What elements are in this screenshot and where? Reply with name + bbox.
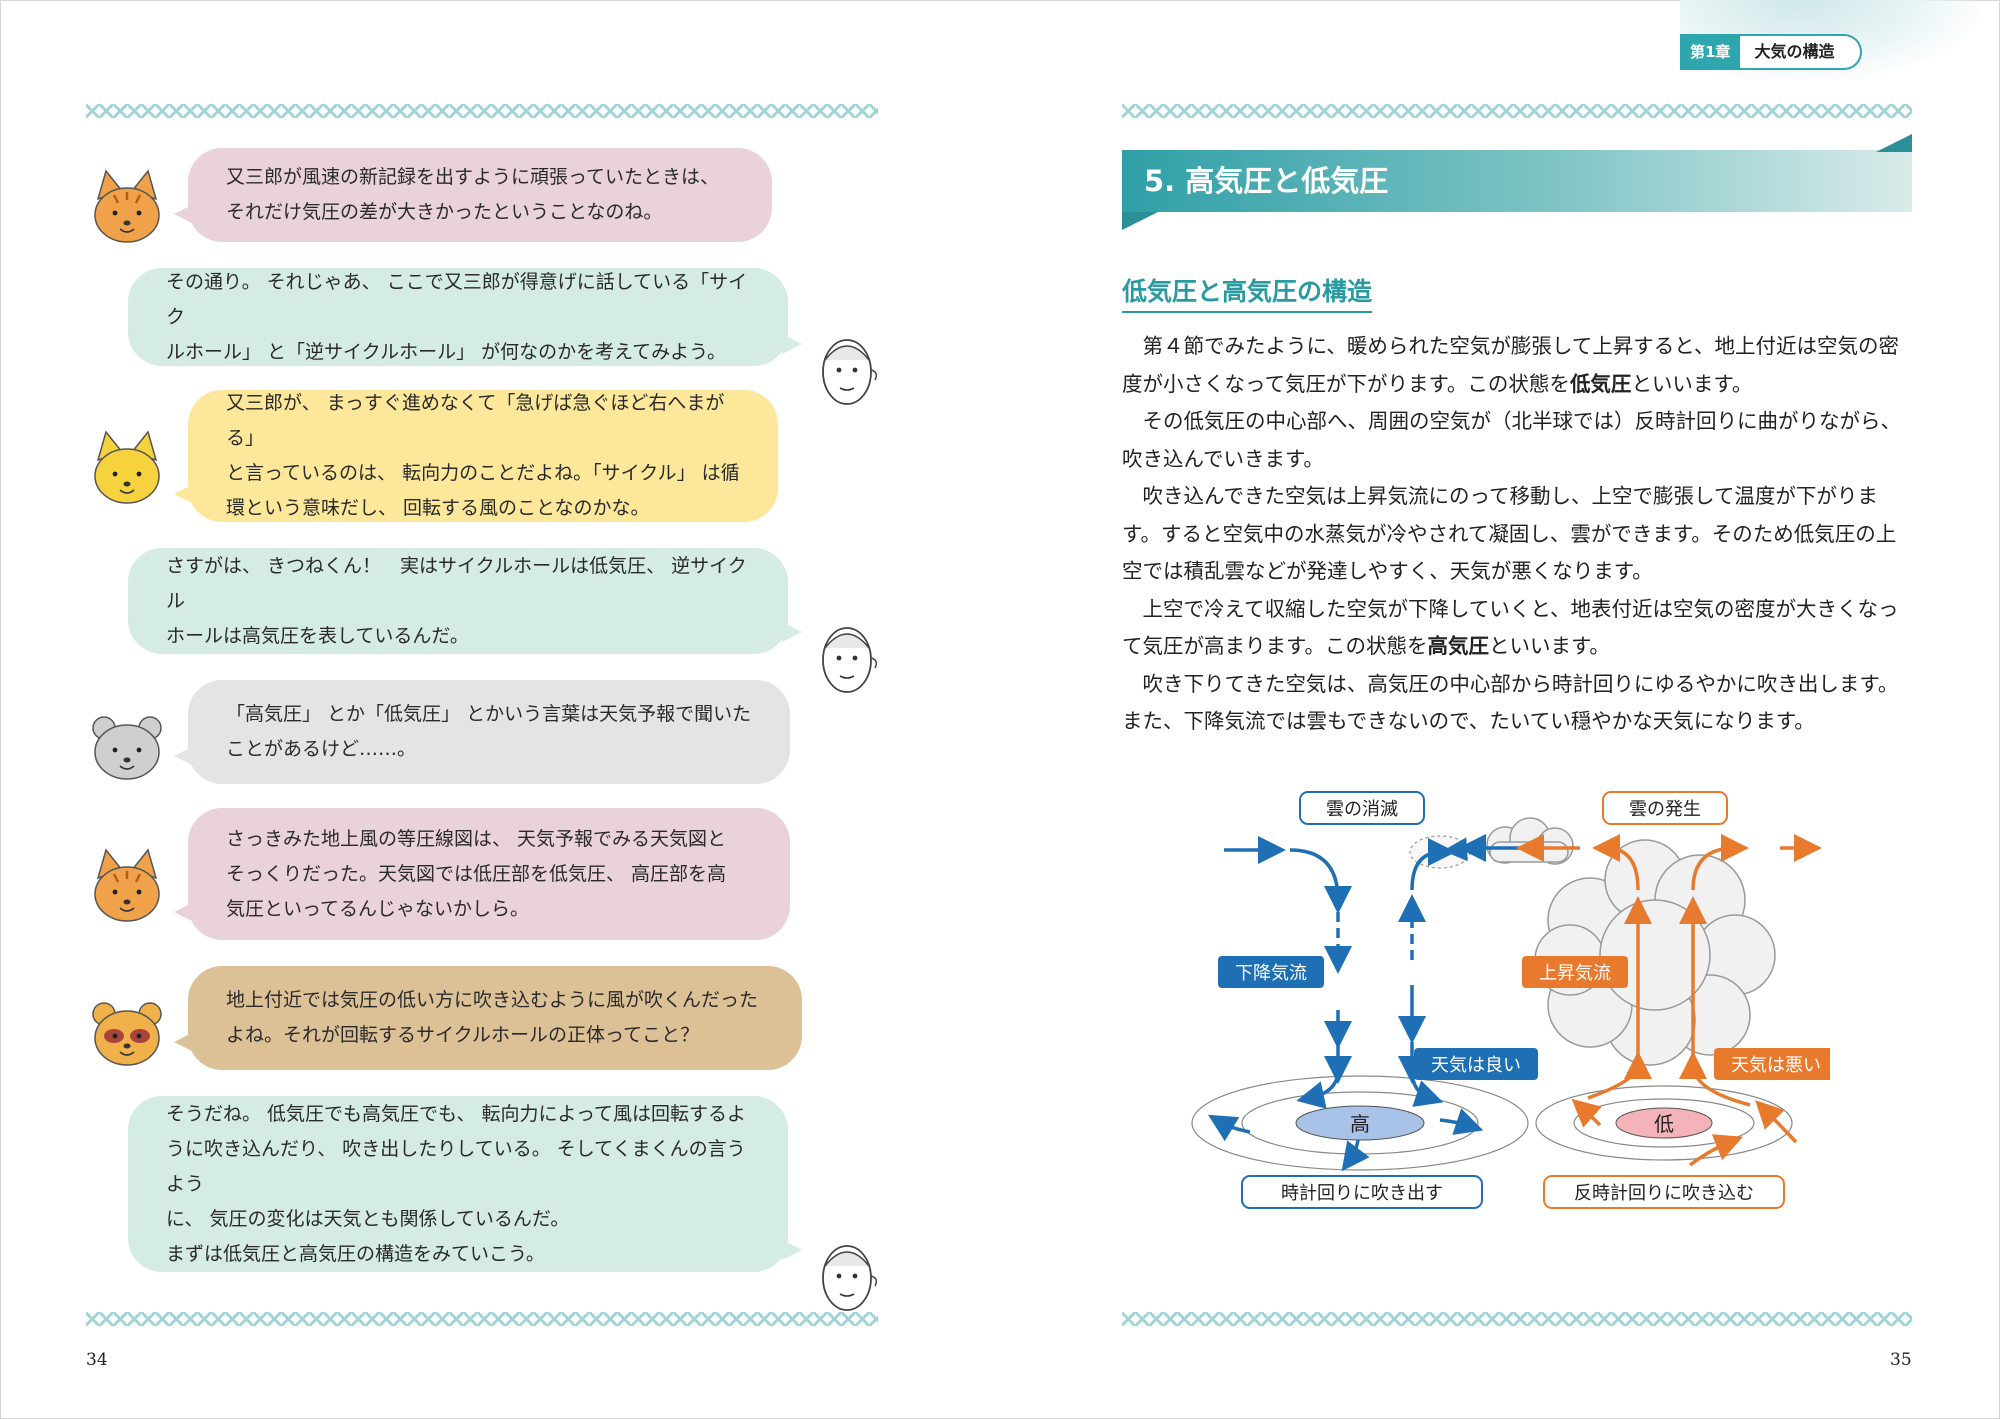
section-title: 5. 高気圧と低気圧: [1144, 164, 1389, 198]
bubble-line: そっくりだった。天気図では低圧部を低気圧、 高圧部を高: [226, 862, 727, 885]
bubble-line: と言っているのは、 転向力のことだよね。「サイクル」 は循: [226, 462, 740, 484]
teacher-character-icon: [804, 614, 890, 700]
bubble-tail: [174, 746, 194, 766]
speech-bubble: 「高気圧」 とか「低気圧」 とかいう言葉は天気予報で聞いたことがあるけど……。: [174, 680, 790, 784]
bubble-line: ルホール」 と「逆サイクルホール」 が何なのかを考えてみよう。: [166, 340, 727, 363]
bubble-tail: [174, 902, 194, 922]
bubble-line: 又三郎が、 まっすぐ進めなくて「急げば急ぐほど右へまがる」: [226, 392, 725, 449]
cat-character-icon: [84, 165, 170, 251]
bubble-line: そうだね。 低気圧でも高気圧でも、 転向力によって風は回転するよ: [166, 1102, 746, 1125]
teacher-character-icon: [804, 1232, 890, 1318]
banner-fold-top: [1876, 134, 1912, 152]
label-weather-bad: 天気は悪い: [1714, 1048, 1830, 1080]
label-downdraft: 下降気流: [1218, 956, 1324, 988]
bubble-line: さすがは、 きつねくん！ 実はサイクルホールは低気圧、 逆サイクル: [166, 554, 747, 612]
teacher-character-icon: [804, 326, 890, 412]
body-paragraph: 吹き込んできた空気は上昇気流にのって移動し、上空で膨張して温度が下がります。する…: [1122, 478, 1912, 591]
banner-fold-bottom: [1122, 212, 1158, 230]
low-center: [1615, 1107, 1713, 1139]
bubble-line: 環という意味だし、 回転する風のことなのかな。: [226, 497, 650, 519]
section-banner: 5. 高気圧と低気圧: [1122, 150, 1912, 212]
svg-text:時計回りに吹き出す: 時計回りに吹き出す: [1281, 1183, 1443, 1204]
storm-cloud: [1534, 839, 1776, 1066]
high-label: 高: [1350, 1112, 1370, 1136]
bubble-line: ホールは高気圧を表しているんだ。: [166, 624, 469, 647]
bubble-line: その通り。 それじゃあ、 ここで又三郎が得意げに話している「サイク: [166, 270, 748, 328]
paragraph-text: といいます。: [1488, 634, 1610, 658]
bubble-tail: [782, 334, 802, 354]
section-subtitle: 低気圧と高気圧の構造: [1122, 272, 1373, 313]
divider-bottom-right: [1122, 1312, 1912, 1326]
svg-text:雲の発生: 雲の発生: [1629, 799, 1701, 820]
key-term: 低気圧: [1569, 371, 1632, 396]
label-clockwise: 時計回りに吹き出す: [1241, 1175, 1483, 1209]
speech-bubble: 又三郎が、 まっすぐ進めなくて「急げば急ぐほど右へまがる」と言っているのは、 転…: [174, 390, 778, 522]
bubble-line: うに吹き込んだり、 吹き出したりしている。 そしてくまくんの言うよう: [166, 1137, 746, 1195]
paragraph-text: といいます。: [1631, 371, 1753, 396]
divider-top-left: [86, 104, 878, 118]
body-paragraph: 吹き下りてきた空気は、高気圧の中心部から時計回りにゆるやかに吹き出します。また、…: [1122, 666, 1912, 741]
downdraft-arrows: [1207, 834, 1540, 1172]
paragraph-text: 第４節でみたように、暖められた空気が膨張して上昇すると、地上付近は空気の密度が小…: [1122, 334, 1899, 396]
speech-bubble: そうだね。 低気圧でも高気圧でも、 転向力によって風は回転するように吹き込んだり…: [128, 1096, 802, 1272]
pressure-diagram: 高 低: [1191, 791, 1830, 1209]
bubble-line: 又三郎が風速の新記録を出すように頑張っていたときは、: [226, 166, 720, 188]
small-cloud: [1486, 817, 1574, 865]
chapter-number: 第1章: [1680, 34, 1741, 70]
low-label: 低: [1654, 1112, 1674, 1136]
bubble-tail: [782, 622, 802, 642]
bubble-tail: [782, 1240, 802, 1260]
tanuki-character-icon: [84, 988, 170, 1074]
divider-top-right: [1122, 104, 1912, 118]
high-center: [1295, 1105, 1425, 1141]
svg-text:上昇気流: 上昇気流: [1539, 963, 1611, 984]
bubble-line: ことがあるけど……。: [226, 738, 417, 760]
bubble-line: それだけ気圧の差が大きかったということなのね。: [226, 201, 663, 223]
body-paragraph: 上空で冷えて収縮した空気が下降していくと、地表付近は空気の密度が大きくなって気圧…: [1122, 591, 1912, 666]
chapter-title: 大気の構造: [1740, 34, 1863, 70]
bubble-line: 地上付近では気圧の低い方に吹き込むように風が吹くんだった: [226, 989, 759, 1011]
svg-text:天気は良い: 天気は良い: [1431, 1055, 1521, 1076]
paragraph-text: その低気圧の中心部へ、周囲の空気が（北半球では）反時計回りに曲がりながら、吹き込…: [1122, 409, 1901, 471]
svg-text:天気は悪い: 天気は悪い: [1731, 1055, 1821, 1076]
page-number-left: 34: [86, 1350, 108, 1370]
bubble-line: 気圧といってるんじゃないかしら。: [226, 897, 530, 920]
key-term: 高気圧: [1427, 634, 1489, 658]
body-paragraph: その低気圧の中心部へ、周囲の空気が（北半球では）反時計回りに曲がりながら、吹き込…: [1122, 403, 1912, 478]
speech-bubble: さすがは、 きつねくん！ 実はサイクルホールは低気圧、 逆サイクルホールは高気圧…: [128, 548, 802, 654]
body-paragraph: 第４節でみたように、暖められた空気が膨張して上昇すると、地上付近は空気の密度が小…: [1122, 328, 1912, 403]
updraft-arrows: [1516, 834, 1822, 1167]
cat-character-icon: [84, 844, 170, 930]
body-text: 第４節でみたように、暖められた空気が膨張して上昇すると、地上付近は空気の密度が小…: [1122, 328, 1912, 741]
label-cloud-form: 雲の発生: [1602, 791, 1728, 825]
speech-bubble: 地上付近では気圧の低い方に吹き込むように風が吹くんだったよね。それが回転するサイ…: [174, 966, 802, 1070]
bubble-tail: [174, 1032, 194, 1052]
label-weather-good: 天気は良い: [1414, 1048, 1538, 1080]
bubble-line: さっきみた地上風の等圧線図は、 天気予報でみる天気図と: [226, 827, 727, 850]
bubble-line: よね。それが回転するサイクルホールの正体ってこと？: [226, 1024, 700, 1046]
svg-text:反時計回りに吹き込む: 反時計回りに吹き込む: [1574, 1183, 1754, 1204]
speech-bubble: さっきみた地上風の等圧線図は、 天気予報でみる天気図とそっくりだった。天気図では…: [174, 808, 790, 940]
fox-character-icon: [84, 426, 170, 512]
label-cloud-vanish: 雲の消滅: [1299, 791, 1425, 825]
label-updraft: 上昇気流: [1522, 956, 1628, 988]
bubble-line: 「高気圧」 とか「低気圧」 とかいう言葉は天気予報で聞いた: [226, 703, 752, 725]
paragraph-text: 上空で冷えて収縮した空気が下降していくと、地表付近は空気の密度が大きくなって気圧…: [1122, 596, 1899, 659]
bubble-tail: [174, 204, 194, 224]
paragraph-text: 吹き込んできた空気は上昇気流にのって移動し、上空で膨張して温度が下がります。する…: [1122, 484, 1897, 583]
svg-text:雲の消滅: 雲の消滅: [1326, 799, 1398, 820]
bubble-line: まずは低気圧と高気圧の構造をみていこう。: [166, 1242, 545, 1265]
speech-bubble: その通り。 それじゃあ、 ここで又三郎が得意げに話している「サイクルホール」 と…: [128, 268, 802, 366]
paragraph-text: 吹き下りてきた空気は、高気圧の中心部から時計回りにゆるやかに吹き出します。また、…: [1122, 671, 1899, 734]
speech-bubble: 又三郎が風速の新記録を出すように頑張っていたときは、それだけ気圧の差が大きかった…: [174, 148, 772, 242]
chapter-tab: 第1章 大気の構造: [1680, 34, 1863, 70]
page-number-right: 35: [1890, 1350, 1912, 1370]
bubble-tail: [174, 484, 194, 504]
bubble-line: に、 気圧の変化は天気とも関係しているんだ。: [166, 1207, 570, 1230]
svg-text:下降気流: 下降気流: [1235, 963, 1307, 984]
label-counterclockwise: 反時計回りに吹き込む: [1543, 1175, 1785, 1209]
divider-bottom-left: [86, 1312, 878, 1326]
bear-character-icon: [84, 702, 170, 788]
